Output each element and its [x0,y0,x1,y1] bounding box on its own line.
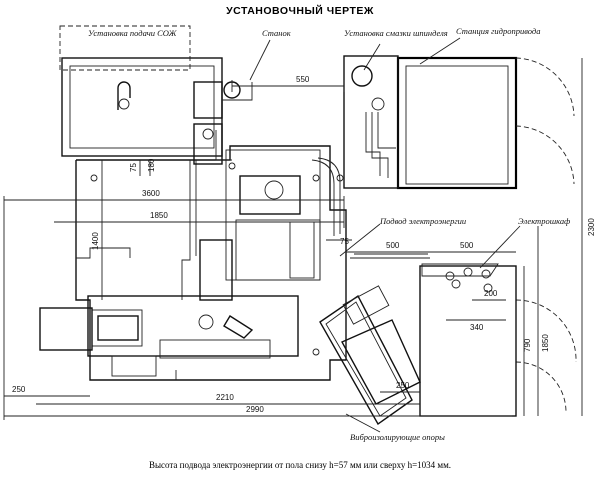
power-supply-label: Подвод электроэнергии [379,216,466,226]
machine-label: Станок [262,28,292,38]
hydraulic-station [343,55,518,190]
dim-3600: 3600 [142,189,160,198]
dim-550: 550 [296,75,310,84]
dim-1850: 1850 [150,211,168,220]
footer-note: Высота подвода электроэнергии от пола сн… [149,460,451,470]
dim-500a: 500 [386,241,400,250]
dim-75a: 75 [129,163,138,172]
coolant-unit-label: Установка подачи СОЖ [88,28,178,38]
electrical-cabinet-label: Электрошкаф [518,216,570,226]
chip-conveyor [319,285,421,426]
dim-2210: 2210 [216,393,234,402]
dim-200: 200 [484,289,498,298]
dim-2300: 2300 [587,218,596,236]
dim-500b: 500 [460,241,474,250]
drawing-title: УСТАНОВОЧНЫЙ ЧЕРТЕЖ [226,4,374,17]
dim-250a: 250 [12,385,26,394]
dim-250b: 250 [396,381,410,390]
electrical-cabinet [350,253,517,417]
spindle-lube-label: Установка смазки шпинделя [344,28,448,38]
dimension-lines [3,58,583,420]
dim-790: 790 [523,338,532,352]
machine-body [39,123,347,381]
leader-lines [249,37,521,433]
dim-180: 180 [147,158,156,172]
dim-1850-vertical: 1850 [541,334,550,352]
door-swing-arcs [515,57,577,413]
dim-1400: 1400 [91,232,100,250]
coolant-unit [59,25,253,157]
hydraulic-station-label: Станция гидропривода [456,26,540,36]
dim-2990: 2990 [246,405,264,414]
vibration-mounts-label: Виброизолирующие опоры [350,432,445,442]
dim-75b: 75 [340,237,349,246]
dim-340: 340 [470,323,484,332]
